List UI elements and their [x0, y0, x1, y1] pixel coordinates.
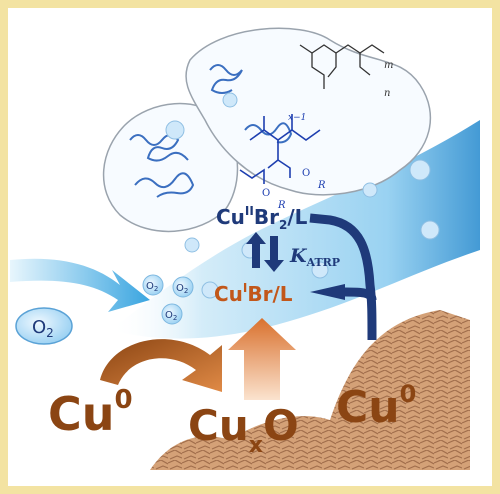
polymer-blob-right — [185, 27, 432, 196]
cu1-complex-label: CuIBr/L — [214, 281, 293, 306]
polymer-label-R2: R — [277, 200, 286, 211]
polymer-label-O1: O — [302, 168, 310, 179]
o2-bubble-b: O2 — [172, 276, 194, 298]
equilibrium-arrows — [246, 232, 284, 272]
cu2-complex-label: CuIIBr2/L — [216, 204, 308, 232]
monomer-bubbles — [165, 92, 440, 299]
o2-gas-text: O2 — [32, 317, 54, 340]
polymer-structure-blue — [239, 114, 321, 184]
reduction-arrow-head — [310, 284, 345, 300]
cu0-left-label: Cu0 — [48, 385, 133, 441]
cu0-right-label: Cu0 — [336, 380, 416, 433]
chain-squiggle-2 — [134, 172, 195, 198]
o2-diffusion-arrow — [10, 258, 150, 312]
reduction-curve-lower — [344, 287, 377, 301]
cuxo-label: CuxO — [188, 401, 299, 458]
reduction-curve-arrow — [309, 213, 377, 341]
oxidation-curve-arrow — [100, 339, 222, 392]
polymer-label-x-1: x−1 — [288, 113, 306, 123]
o2-bubble-c-text: O2 — [165, 310, 177, 322]
chain-squiggle-1 — [129, 134, 189, 162]
polymer-label-m: m — [384, 60, 393, 71]
polymer-label-O2: O — [262, 188, 270, 199]
o2-bubble-a: O2 — [142, 274, 164, 296]
polymer-label-n: n — [384, 88, 390, 99]
o2-gas-bubble: O2 — [15, 307, 73, 345]
o2-bubble-a-text: O2 — [146, 281, 158, 293]
polymer-label-R1: R — [317, 180, 326, 191]
k-atrp-label: KATRP — [289, 245, 340, 269]
o2-bubble-b-text: O2 — [176, 283, 188, 295]
copper-surface — [150, 310, 470, 470]
cu-dissolution-arrow — [228, 318, 296, 400]
o2-bubble-c: O2 — [161, 303, 183, 325]
chain-squiggle-4 — [244, 122, 293, 144]
chain-squiggle-3 — [209, 64, 243, 94]
polymer-structure — [299, 44, 385, 89]
